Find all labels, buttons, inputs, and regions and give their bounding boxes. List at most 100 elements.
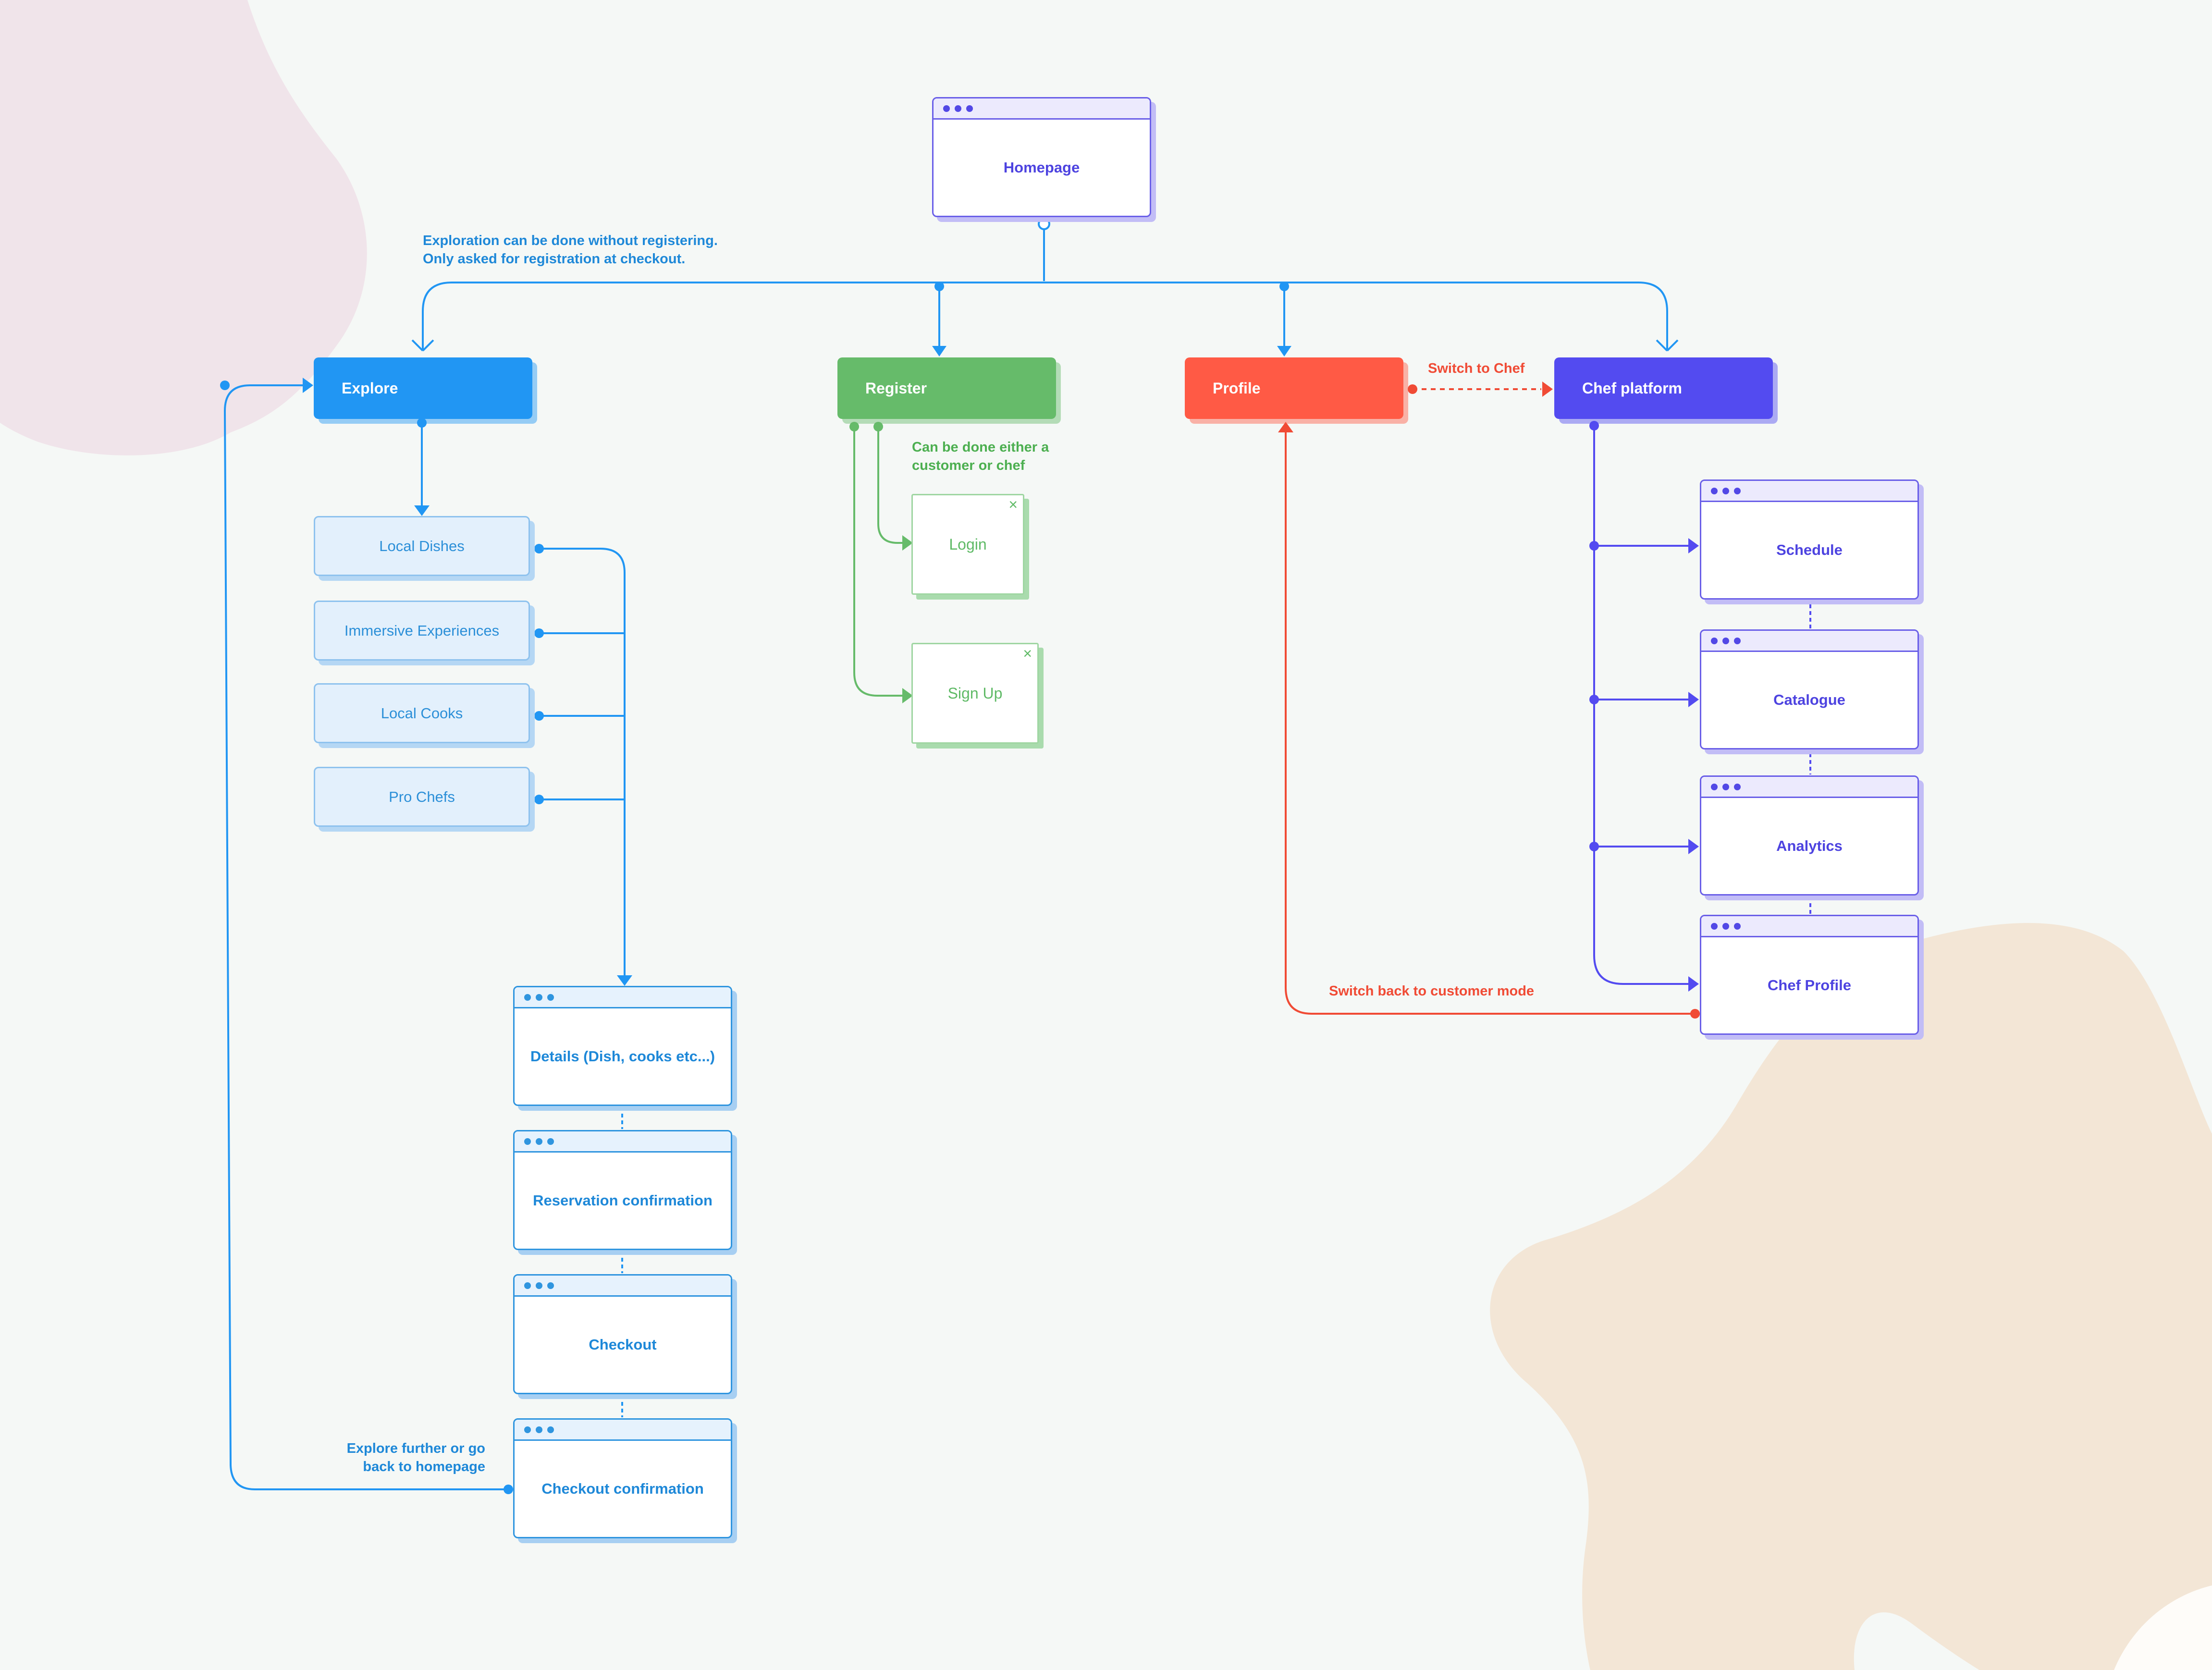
window-titlebar xyxy=(1701,631,1917,652)
exploration-note-line-2: Only asked for registration at checkout. xyxy=(423,251,686,267)
explore-connector-marks xyxy=(220,378,632,1494)
item-label: Local Dishes xyxy=(314,516,530,576)
register-header-label: Register xyxy=(837,357,1056,419)
chef-profile-window[interactable]: Chef Profile xyxy=(1700,915,1924,1040)
window-dot-icon xyxy=(1734,922,1741,930)
window-dot-icon xyxy=(524,994,531,1001)
page-title: Details (Dish, cooks etc...) xyxy=(530,1048,715,1065)
window-dot-icon xyxy=(966,105,973,112)
window-dot-icon xyxy=(547,1138,554,1145)
window-frame: Chef Profile xyxy=(1700,915,1919,1035)
explore-further-note: Explore further or go back to homepage xyxy=(307,1439,485,1476)
close-icon[interactable]: × xyxy=(1023,645,1032,662)
switch-back-note: Switch back to customer mode xyxy=(1329,983,1535,999)
window-frame: Homepage xyxy=(932,97,1151,217)
modal-label: Login xyxy=(911,494,1024,595)
peach-blob xyxy=(1490,923,2212,1670)
window-dot-icon xyxy=(524,1282,531,1289)
profile-connector-marks xyxy=(1278,381,1700,1019)
window-dot-icon xyxy=(1722,922,1729,930)
chef-platform-header-label: Chef platform xyxy=(1554,357,1773,419)
reservation-confirmation-window[interactable]: Reservation confirmation xyxy=(513,1130,737,1255)
explore-item-local-dishes[interactable]: Local Dishes xyxy=(314,516,535,581)
register-connector-marks xyxy=(849,422,913,703)
page-title: Checkout xyxy=(589,1336,657,1353)
checkout-confirmation-window[interactable]: Checkout confirmation xyxy=(513,1418,737,1543)
window-titlebar xyxy=(515,1420,731,1441)
window-titlebar xyxy=(515,987,731,1008)
window-dot-icon xyxy=(943,105,950,112)
explore-item-pro-chefs[interactable]: Pro Chefs xyxy=(314,767,535,832)
window-dot-icon xyxy=(547,1282,554,1289)
exploration-note: Exploration can be done without register… xyxy=(423,232,718,268)
explore-item-immersive-experiences[interactable]: Immersive Experiences xyxy=(314,601,535,665)
window-dot-icon xyxy=(1711,922,1718,930)
window-dot-icon xyxy=(536,1138,542,1145)
page-title: Schedule xyxy=(1776,541,1843,558)
item-label: Pro Chefs xyxy=(314,767,530,827)
window-frame: Catalogue xyxy=(1700,629,1919,749)
signup-modal[interactable]: Sign Up × xyxy=(911,643,1044,749)
window-dot-icon xyxy=(1711,637,1718,644)
homepage-connector-marks xyxy=(932,218,1291,356)
chef-platform-header[interactable]: Chef platform xyxy=(1554,357,1778,424)
window-dot-icon xyxy=(1734,487,1741,494)
window-frame: Analytics xyxy=(1700,775,1919,896)
window-dot-icon xyxy=(547,994,554,1001)
explore-header[interactable]: Explore xyxy=(314,357,537,424)
details-page-window[interactable]: Details (Dish, cooks etc...) xyxy=(513,986,737,1111)
window-frame: Checkout xyxy=(513,1274,732,1394)
chef-connector-marks xyxy=(1589,421,1699,992)
checkout-window[interactable]: Checkout xyxy=(513,1274,737,1399)
pink-blob xyxy=(0,0,367,455)
window-frame: Checkout confirmation xyxy=(513,1418,732,1538)
item-label: Immersive Experiences xyxy=(314,601,530,661)
switch-to-chef-note: Switch to Chef xyxy=(1428,361,1525,376)
window-dot-icon xyxy=(1722,783,1729,790)
modal-label: Sign Up xyxy=(911,643,1039,744)
close-icon[interactable]: × xyxy=(1008,496,1018,513)
explore-further-line-1: Explore further or go xyxy=(346,1441,485,1456)
window-dot-icon xyxy=(536,1282,542,1289)
profile-header-label: Profile xyxy=(1185,357,1403,419)
window-titlebar xyxy=(515,1131,731,1153)
window-dot-icon xyxy=(1734,783,1741,790)
exploration-note-line-1: Exploration can be done without register… xyxy=(423,233,718,248)
register-header[interactable]: Register xyxy=(837,357,1061,424)
window-dot-icon xyxy=(536,1426,542,1433)
window-titlebar xyxy=(1701,777,1917,798)
window-titlebar xyxy=(1701,481,1917,502)
window-frame: Details (Dish, cooks etc...) xyxy=(513,986,732,1106)
homepage-window[interactable]: Homepage xyxy=(932,97,1156,222)
window-titlebar xyxy=(934,98,1150,120)
analytics-window[interactable]: Analytics xyxy=(1700,775,1924,900)
window-frame: Reservation confirmation xyxy=(513,1130,732,1250)
item-label: Local Cooks xyxy=(314,683,530,743)
profile-header[interactable]: Profile xyxy=(1185,357,1408,424)
window-dot-icon xyxy=(547,1426,554,1433)
window-dot-icon xyxy=(1722,637,1729,644)
register-either-note: Can be done either a customer or chef xyxy=(912,438,1049,475)
window-dot-icon xyxy=(1722,487,1729,494)
window-dot-icon xyxy=(524,1138,531,1145)
explore-further-line-2: back to homepage xyxy=(363,1459,485,1474)
schedule-window[interactable]: Schedule xyxy=(1700,479,1924,604)
register-connectors xyxy=(853,427,908,697)
window-dot-icon xyxy=(955,105,961,112)
explore-item-local-cooks[interactable]: Local Cooks xyxy=(314,683,535,748)
profile-connectors xyxy=(1285,388,1694,1015)
window-dot-icon xyxy=(536,994,542,1001)
catalogue-window[interactable]: Catalogue xyxy=(1700,629,1924,754)
register-either-line-2: customer or chef xyxy=(912,458,1025,473)
window-frame: Schedule xyxy=(1700,479,1919,600)
homepage-title: Homepage xyxy=(1003,159,1080,176)
homepage-connectors xyxy=(411,224,1679,352)
login-modal[interactable]: Login × xyxy=(911,494,1029,600)
explore-connectors xyxy=(223,384,626,1490)
window-dot-icon xyxy=(1711,783,1718,790)
white-blob xyxy=(2114,1585,2212,1670)
window-titlebar xyxy=(515,1276,731,1297)
